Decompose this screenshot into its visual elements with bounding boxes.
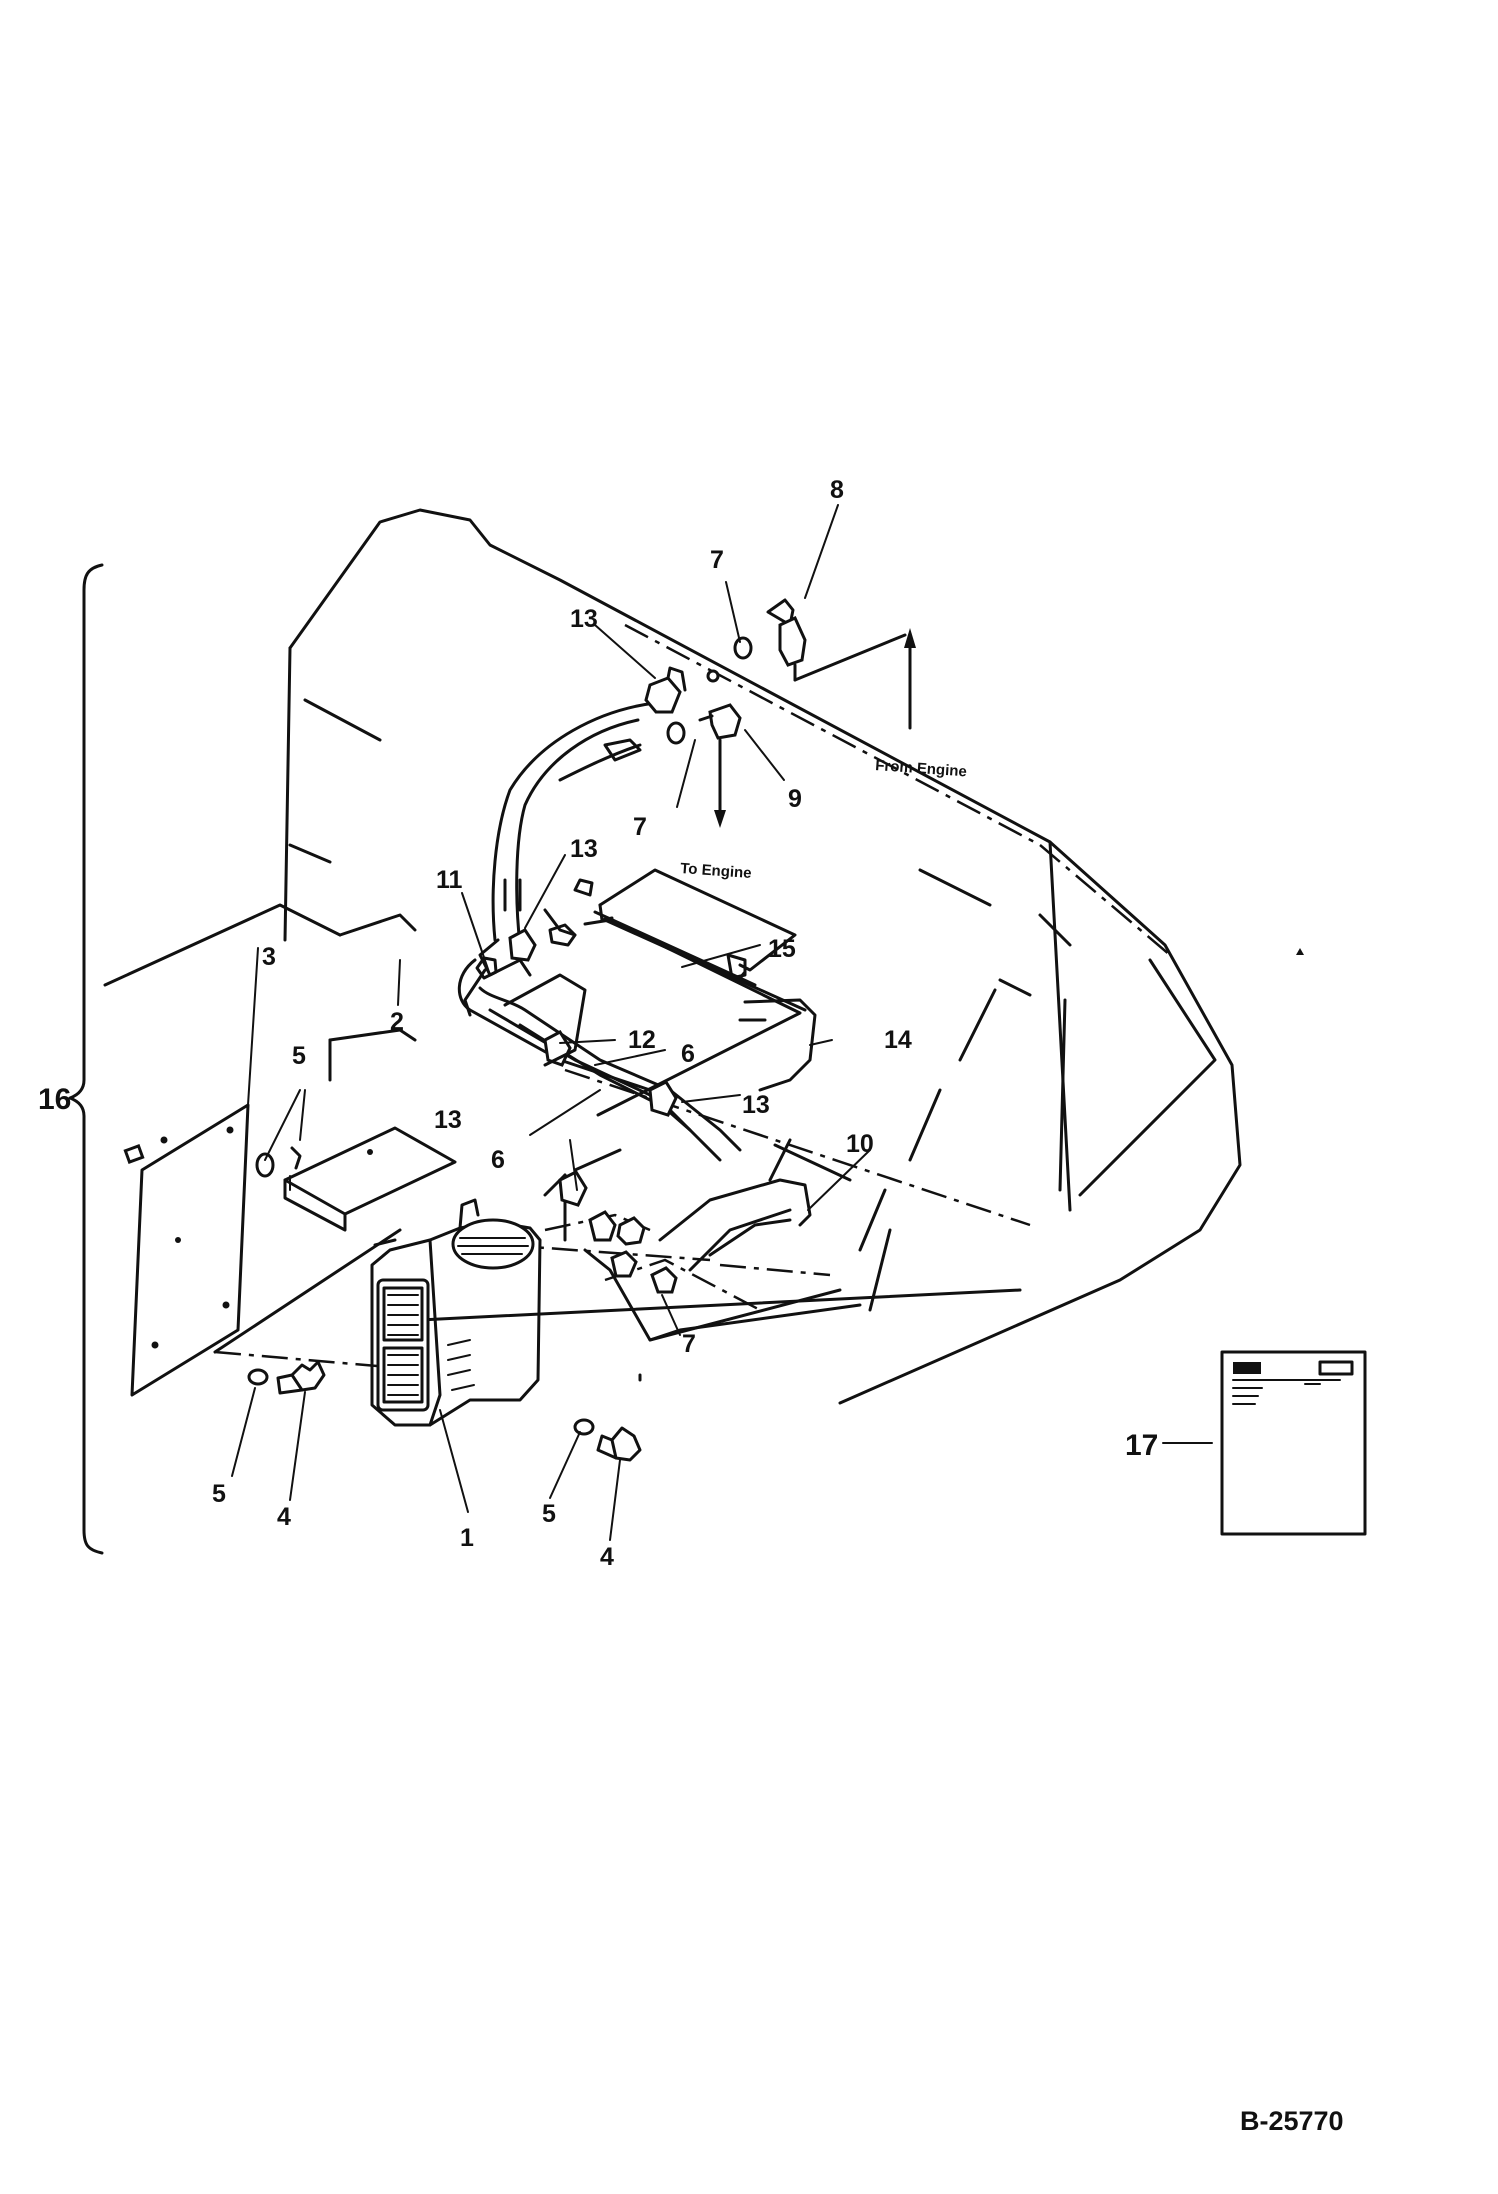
- callout-16: 16: [38, 1083, 71, 1116]
- callout-6-lower: 6: [491, 1146, 505, 1174]
- washer-5-right: [573, 1418, 595, 1436]
- part-2-plate: [283, 1126, 457, 1247]
- part-14-bracket: [738, 998, 817, 1092]
- clamp-13-lower-right: [648, 1080, 678, 1117]
- washer-5-upper: [255, 1152, 275, 1178]
- callout-10: 10: [846, 1130, 874, 1158]
- callout-5-left: 5: [212, 1480, 226, 1508]
- from-engine-label: From Engine: [875, 757, 968, 780]
- callout-5-upper: 5: [292, 1042, 306, 1070]
- fitting-11: [475, 956, 498, 980]
- valve-8: [778, 616, 807, 667]
- flow-arrows: [714, 628, 1304, 955]
- callout-4-left: 4: [277, 1503, 291, 1531]
- nut-7-top: [733, 636, 753, 660]
- hose-clamps: [508, 666, 687, 1207]
- heater-hoses: [457, 701, 812, 1272]
- valve-8-handle: [766, 598, 795, 627]
- callout-12: 12: [628, 1026, 656, 1054]
- callout-numbers: 13 7 8 7 9 13 11 15 12 14 6 13 13 6 10 2…: [38, 476, 1158, 1571]
- callout-13-upper-mid: 13: [570, 835, 598, 863]
- screw-4-right: [610, 1426, 642, 1462]
- callout-1: 1: [460, 1524, 474, 1552]
- label-card: [1220, 1350, 1367, 1536]
- screws-and-washers: [247, 1146, 642, 1462]
- clamp-13-lower-left: [558, 1170, 588, 1207]
- callout-5-right: 5: [542, 1500, 556, 1528]
- leader-lines: [231, 504, 1213, 1541]
- callout-7-lower: 7: [682, 1330, 696, 1358]
- part-17-label-card: [1220, 1350, 1367, 1536]
- callout-11: 11: [436, 866, 463, 894]
- callout-4-right: 4: [600, 1543, 614, 1571]
- clamp-13-upper-mid: [508, 928, 537, 962]
- callout-8: 8: [830, 476, 844, 504]
- washer-5-left: [247, 1368, 269, 1386]
- to-engine-arrow: [714, 810, 726, 828]
- callout-13-top: 13: [570, 605, 598, 633]
- callout-13-lower-right: 13: [742, 1091, 770, 1119]
- fitting-11b: [548, 923, 577, 947]
- valve-and-fittings: [463, 598, 907, 1067]
- from-engine-arrow: [904, 628, 916, 648]
- callout-7-upper: 7: [633, 813, 647, 841]
- callout-3: 3: [262, 943, 276, 971]
- cab-frame-outline: [283, 508, 1242, 1405]
- screw-4-left: [290, 1360, 326, 1392]
- callout-15: 15: [768, 935, 796, 963]
- fitting-9: [708, 703, 742, 740]
- callout-2: 2: [390, 1008, 404, 1036]
- callout-13-left: 13: [434, 1106, 462, 1134]
- group-16-brace: [68, 563, 104, 1555]
- part-15-plate: [593, 868, 797, 987]
- fitting-small: [573, 878, 594, 897]
- part-1-heater-unit: [370, 1198, 542, 1427]
- floor-panels: [103, 903, 1031, 1382]
- part-3-access-panel: [123, 1103, 250, 1397]
- drawing-number: B-25770: [1240, 2106, 1344, 2136]
- callout-17: 17: [1125, 1429, 1158, 1462]
- nut-7-upper: [666, 721, 686, 745]
- callout-6-upper: 6: [681, 1040, 695, 1068]
- callout-14: 14: [884, 1026, 912, 1054]
- callout-9: 9: [788, 785, 802, 813]
- clamp-13-top: [644, 676, 682, 714]
- to-engine-label: To Engine: [680, 860, 752, 882]
- callout-7-top: 7: [710, 546, 724, 574]
- nuts-7-lower: [588, 1210, 678, 1294]
